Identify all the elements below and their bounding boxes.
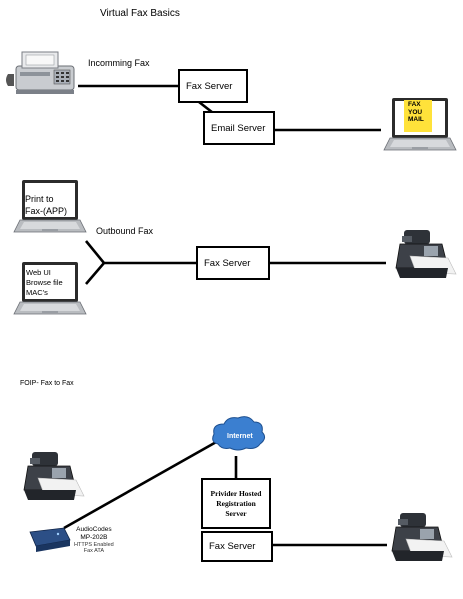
fax-server-box: Fax Server [196,246,270,280]
app-screen-text: Print to Fax-(APP) [25,193,67,217]
line-laptops-merge [84,240,106,285]
fax-server-label: Fax Server [209,541,256,552]
app-screen-line1: Print to [25,194,54,204]
connector-lines [63,84,387,547]
registration-line3: Server [225,508,247,518]
fax-machine-icon [5,51,75,95]
web-screen-line3: MAC's [26,288,48,297]
fax-server-label: Fax Server [186,80,233,92]
registration-server-box: Privider Hosted Registration Server [201,478,271,529]
fax-server-label: Fax Server [204,257,251,269]
device-line4: Fax ATA [83,548,105,554]
fax-paper-icon [404,100,432,132]
fax-machine-icon [395,229,457,279]
registration-line2: Registration [216,498,256,508]
line-ata-to-internet [63,439,219,530]
incoming-fax-label: Incomming Fax [88,58,150,68]
web-screen-text: Web UI Browse file MAC's [26,268,63,298]
fax-server-box: Fax Server [178,69,248,103]
registration-line1: Privider Hosted [210,488,262,498]
fax-machine-icon [391,512,453,562]
fax-ata-icon [29,527,71,552]
laptop-icon [383,97,457,151]
web-screen-line1: Web UI [26,268,51,277]
web-screen-line2: Browse file [26,278,63,287]
cloud-icon [212,416,266,451]
ata-device-label: AudioCodes MP-202B HTTPS Enabled Fax ATA [74,526,114,554]
laptop-screen-text: FAX YOU MAIL [408,101,424,123]
app-screen-line2: Fax-(APP) [25,206,68,216]
outbound-fax-label: Outbound Fax [96,226,154,236]
device-line3: HTTPS Enabled [74,542,114,548]
internet-label: Internet [227,433,253,440]
email-server-box: Email Server [203,111,275,145]
device-line1: AudioCodes [76,526,112,533]
fax-machine-icon [23,451,85,501]
email-server-label: Email Server [211,122,266,134]
page-title: Virtual Fax Basics [100,8,180,19]
device-line2: MP-202B [80,534,108,541]
foip-heading: FOIP- Fax to Fax [20,380,74,387]
fax-server-box: Fax Server [201,531,273,562]
